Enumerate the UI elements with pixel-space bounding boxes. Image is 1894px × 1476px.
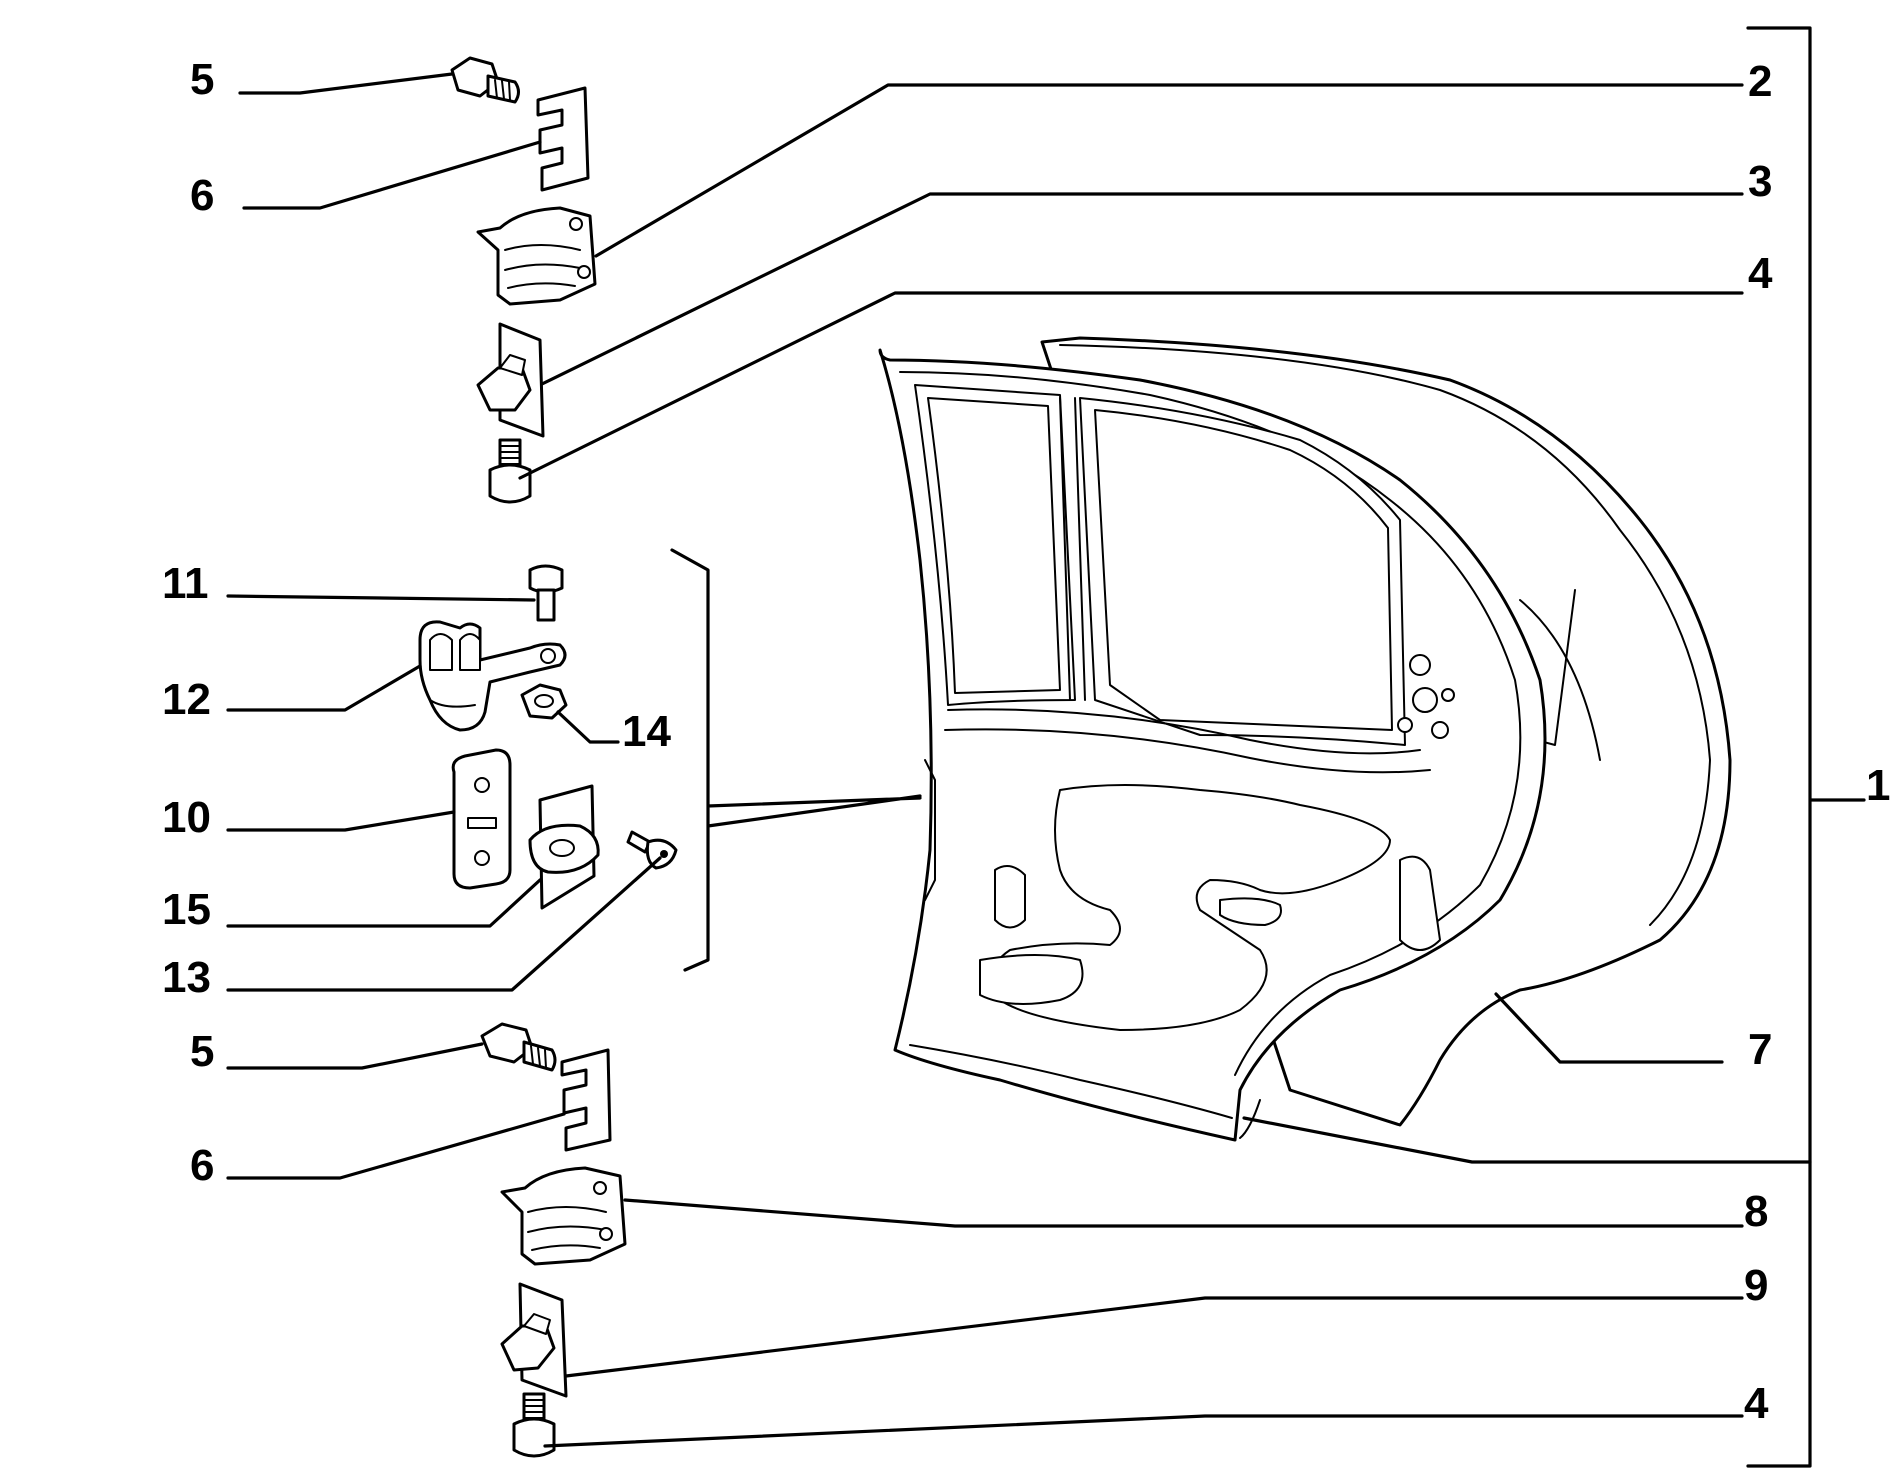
callout-12: 12	[162, 675, 211, 724]
hinge-9-leaf	[500, 1282, 568, 1398]
bolt-5-bottom	[480, 1022, 557, 1072]
callout-11: 11	[162, 559, 209, 608]
callout-1: 1	[1866, 761, 1890, 810]
assembly-bracket-1	[1746, 26, 1866, 1468]
bracket-15	[528, 784, 600, 910]
callout-6-bottom: 6	[190, 1141, 214, 1190]
hinge-8-body	[500, 1166, 627, 1266]
callout-10: 10	[162, 793, 211, 842]
callout-5-top: 5	[190, 55, 214, 104]
plate-10	[451, 748, 512, 890]
check-strap-12	[418, 620, 567, 732]
callout-4-bottom: 4	[1744, 1379, 1769, 1428]
callout-14: 14	[622, 707, 671, 756]
nut-14	[520, 683, 568, 720]
hinge-3-leaf	[476, 322, 545, 438]
callout-15: 15	[162, 885, 211, 934]
callout-7: 7	[1748, 1025, 1772, 1074]
bolt-4-top	[488, 438, 532, 504]
leader-lines	[226, 72, 1812, 1448]
bolt-11	[528, 564, 564, 622]
callout-3: 3	[1748, 157, 1772, 206]
callout-9: 9	[1744, 1261, 1768, 1310]
callout-4-top: 4	[1748, 249, 1773, 298]
hinge-2-body	[476, 206, 597, 306]
callout-2: 2	[1748, 57, 1772, 106]
callout-8: 8	[1744, 1187, 1768, 1236]
shim-6-top	[536, 86, 590, 192]
callout-6-top: 6	[190, 171, 214, 220]
screw-13	[626, 830, 678, 870]
bolt-5-top	[450, 56, 520, 104]
rear-door-shell	[878, 336, 1732, 1142]
check-strap-bracket	[670, 548, 922, 972]
callout-13: 13	[162, 953, 211, 1002]
callout-5-bottom: 5	[190, 1027, 214, 1076]
shim-6-bottom	[560, 1048, 612, 1152]
